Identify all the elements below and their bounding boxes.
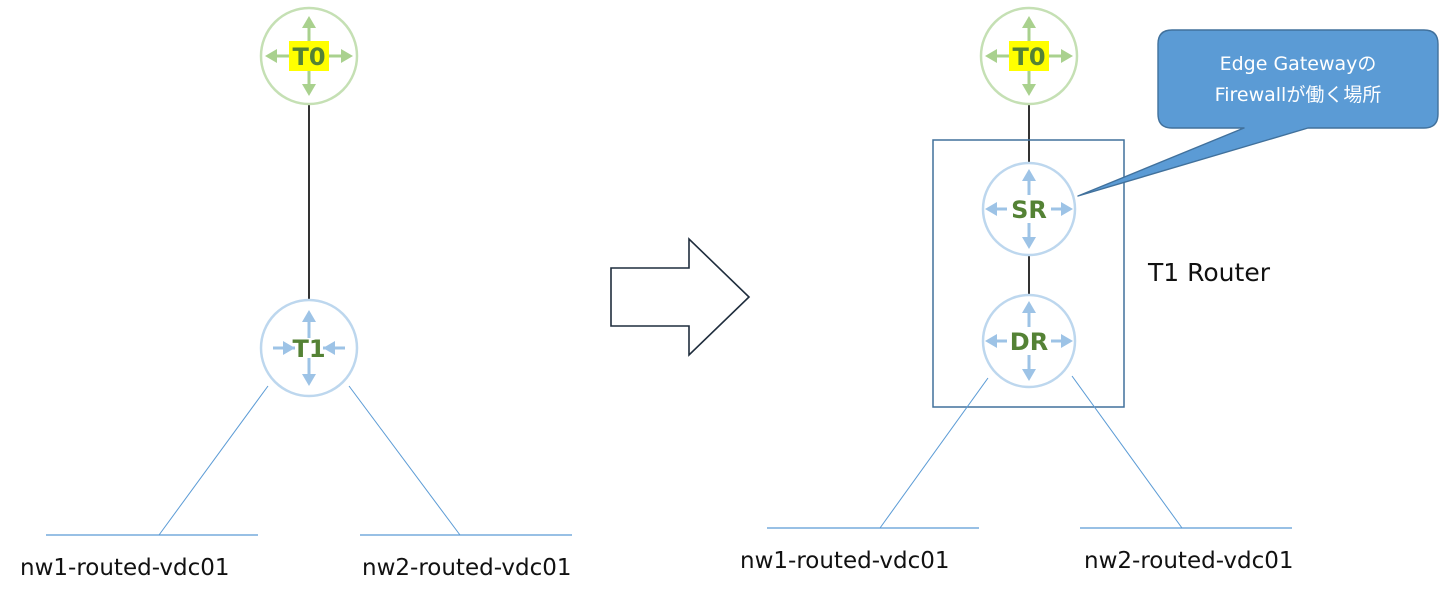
t1-label: T1 (292, 335, 325, 363)
router-arrows-icon (273, 310, 345, 386)
before-nw1-label: nw1-routed-vdc01 (20, 555, 230, 581)
dr-label: DR (1010, 328, 1048, 356)
before-topology: T0 T1 nw1-routed-vdc01 nw2-routed-vdc01 (20, 6, 572, 581)
firewall-callout: Edge Gatewayの Firewallが働く場所 (1077, 29, 1439, 197)
t0-label-highlight (289, 41, 329, 71)
callout-bubble (1077, 29, 1439, 197)
t1-router-label: T1 Router (1147, 258, 1271, 287)
after-t0-label: T0 (1012, 43, 1045, 71)
sr-router[interactable]: SR (981, 161, 1077, 257)
after-nw2-label: nw2-routed-vdc01 (1084, 548, 1294, 574)
sr-label: SR (1011, 196, 1047, 224)
t0-label-highlight (1009, 41, 1049, 71)
dr-router[interactable]: DR (981, 293, 1077, 389)
router-arrows-icon (985, 301, 1073, 381)
dr-nw2-link (1071, 375, 1183, 529)
dr-router-ring (981, 293, 1077, 389)
t1-nw1-link (158, 385, 269, 536)
after-t0-router[interactable]: T0 (979, 6, 1079, 106)
sr-router-ring (981, 161, 1077, 257)
t0-label: T0 (292, 43, 325, 71)
callout-line2: Firewallが働く場所 (1215, 84, 1382, 106)
t1-router-ring (259, 298, 359, 398)
router-arrows-icon (985, 169, 1073, 249)
after-nw1-label: nw1-routed-vdc01 (740, 548, 950, 574)
after-topology: T0 SR (740, 6, 1439, 574)
dr-nw1-link (879, 377, 989, 529)
t1-nw2-link (348, 385, 461, 536)
t1-router[interactable]: T1 (259, 298, 359, 398)
callout-line1: Edge Gatewayの (1220, 53, 1377, 75)
right-arrow-outline-icon (610, 237, 751, 357)
before-nw2-label: nw2-routed-vdc01 (362, 555, 572, 581)
t0-router[interactable]: T0 (259, 6, 359, 106)
t1-router-box[interactable] (932, 139, 1125, 408)
